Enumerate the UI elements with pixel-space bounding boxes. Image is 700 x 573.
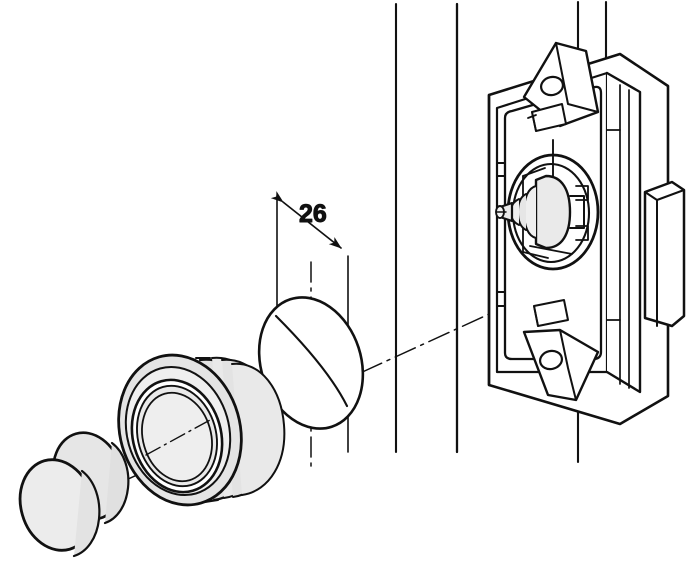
dimension-arrow-line xyxy=(270,191,342,249)
panel-bore-ellipse xyxy=(257,296,365,430)
lock-housing-body xyxy=(487,41,686,426)
cover-cap-front xyxy=(18,458,101,558)
mounting-tab-top xyxy=(522,41,600,132)
stepped-spindle-shaft xyxy=(495,174,585,250)
bezel-ring-with-barrel xyxy=(117,353,286,507)
latch-bolt-block xyxy=(643,180,686,328)
screw-hole-bottom xyxy=(538,349,564,371)
dimension-value-label: 26 xyxy=(299,200,327,228)
screw-hole-top xyxy=(539,75,565,97)
mounting-tab-bottom xyxy=(522,299,600,402)
